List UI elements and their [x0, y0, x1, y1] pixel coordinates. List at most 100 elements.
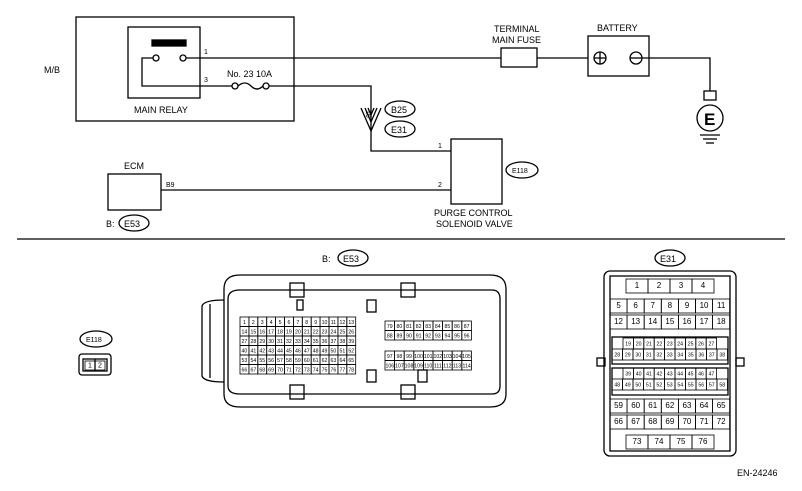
pin-number: 62 [665, 401, 674, 410]
pin-number: 1 [635, 281, 640, 290]
e53-pin: 24 [328, 326, 339, 337]
e53-pin: 87 [461, 320, 472, 331]
pin-number: 56 [698, 383, 704, 389]
e31-pin: 43 [664, 367, 676, 380]
e53-title-bubble [337, 249, 369, 267]
pin-number: 105 [462, 354, 471, 360]
e31-pin: 28 [611, 348, 623, 361]
pin-number: 16 [682, 317, 691, 326]
pin-number: 100 [414, 354, 423, 360]
pin-number: 60 [631, 401, 640, 410]
e53-pin: 70 [275, 364, 285, 375]
e31-pin: 66 [609, 414, 628, 430]
e31-pin: 74 [647, 434, 671, 450]
pin-number: 7 [651, 301, 656, 310]
pin-number: 72 [295, 367, 301, 373]
e53-pin: 19 [284, 326, 294, 337]
e53-pin: 63 [328, 354, 339, 365]
e53-pin: 114 [461, 360, 472, 371]
pin-number: 94 [445, 333, 451, 339]
pin-number: 95 [454, 333, 460, 339]
pin-number: 101 [424, 354, 433, 360]
ground-tab [703, 90, 717, 101]
e53-pin: 54 [248, 354, 259, 365]
e31-pin: 49 [622, 378, 634, 391]
pin-number: 9 [685, 301, 690, 310]
pin-number: 12 [614, 317, 623, 326]
pin-number: 77 [339, 367, 345, 373]
e31-pin: 61 [643, 398, 662, 414]
pin-number: 36 [698, 353, 704, 359]
pin-number: 25 [339, 329, 345, 335]
pin-number: 57 [277, 358, 283, 364]
e53-pin: 34 [301, 335, 312, 346]
pin-number: 97 [387, 354, 393, 360]
e53-pin: 16 [257, 326, 268, 337]
pin-number: 37 [709, 353, 715, 359]
relay-coil [151, 39, 187, 47]
ecm-conn-prefix: B: [106, 219, 115, 229]
pin-number: 1 [88, 363, 92, 370]
e31-pin: 53 [664, 378, 676, 391]
pin-number: 27 [709, 342, 715, 348]
pin-number: 11 [717, 301, 726, 310]
pin-number: 80 [397, 324, 403, 330]
e53-pin: 43 [266, 345, 277, 356]
ground-symbol [696, 104, 724, 132]
pin-number: 63 [682, 401, 691, 410]
terminal-fuse-label-2: MAIN FUSE [492, 35, 541, 45]
pin-number: 44 [277, 348, 283, 354]
pin-number: 19 [625, 342, 631, 348]
e53-pin: 111 [432, 360, 444, 371]
conn-e31-label: E31 [391, 125, 407, 135]
pin-number: 43 [667, 372, 673, 378]
e53-pin: 31 [275, 335, 285, 346]
pin-number: 4 [270, 320, 273, 326]
e53-pin: 74 [310, 364, 321, 375]
e53-pin: 64 [337, 354, 348, 365]
pin-number: 14 [242, 329, 248, 335]
e53-pin: 52 [346, 345, 357, 356]
pin-number: 3 [261, 320, 264, 326]
pin-number: 60 [304, 358, 310, 364]
e53-pin: 100 [413, 350, 424, 361]
e31-pin: 40 [633, 367, 645, 380]
e31-pin: 8 [660, 298, 679, 314]
main-relay-label: MAIN RELAY [134, 105, 188, 115]
e53-pin: 36 [319, 335, 330, 346]
pin-number: 58 [286, 358, 292, 364]
e31-pin: 26 [695, 337, 707, 350]
pin-number: 35 [688, 353, 694, 359]
pin-number: 84 [435, 324, 441, 330]
e53-pin: 47 [301, 345, 312, 356]
pin-number: 14 [648, 317, 657, 326]
e31-pin: 25 [685, 337, 697, 350]
pin-number: 58 [719, 383, 725, 389]
e31-pin: 50 [632, 378, 644, 391]
e31-pin: 5 [609, 298, 628, 314]
e53-pin: 83 [422, 320, 434, 331]
pin-number: 29 [259, 339, 265, 345]
pin-number: 36 [322, 339, 328, 345]
e53-pin: 46 [292, 345, 303, 356]
pin-number: 8 [668, 301, 673, 310]
pin-number: 62 [322, 358, 328, 364]
e31-pin: 73 [625, 434, 649, 450]
pin-number: 33 [295, 339, 301, 345]
pin-number: 52 [348, 348, 354, 354]
pin-number: 54 [677, 383, 683, 389]
wire-fuse-to-valve [269, 85, 451, 152]
pin-number: 53 [242, 358, 248, 364]
pin-number: 61 [648, 401, 657, 410]
pin-number: 59 [295, 358, 301, 364]
e53-pin: 107 [394, 360, 405, 371]
pin-number: 3 [679, 281, 684, 290]
e31-pin: 47 [705, 367, 718, 380]
e53-pin: 51 [337, 345, 348, 356]
e53-pin: 93 [432, 330, 444, 341]
pin-number: 13 [348, 320, 354, 326]
e31-pin: 60 [626, 398, 645, 414]
e53-pin: 77 [337, 364, 348, 375]
ecm-box [107, 173, 162, 211]
